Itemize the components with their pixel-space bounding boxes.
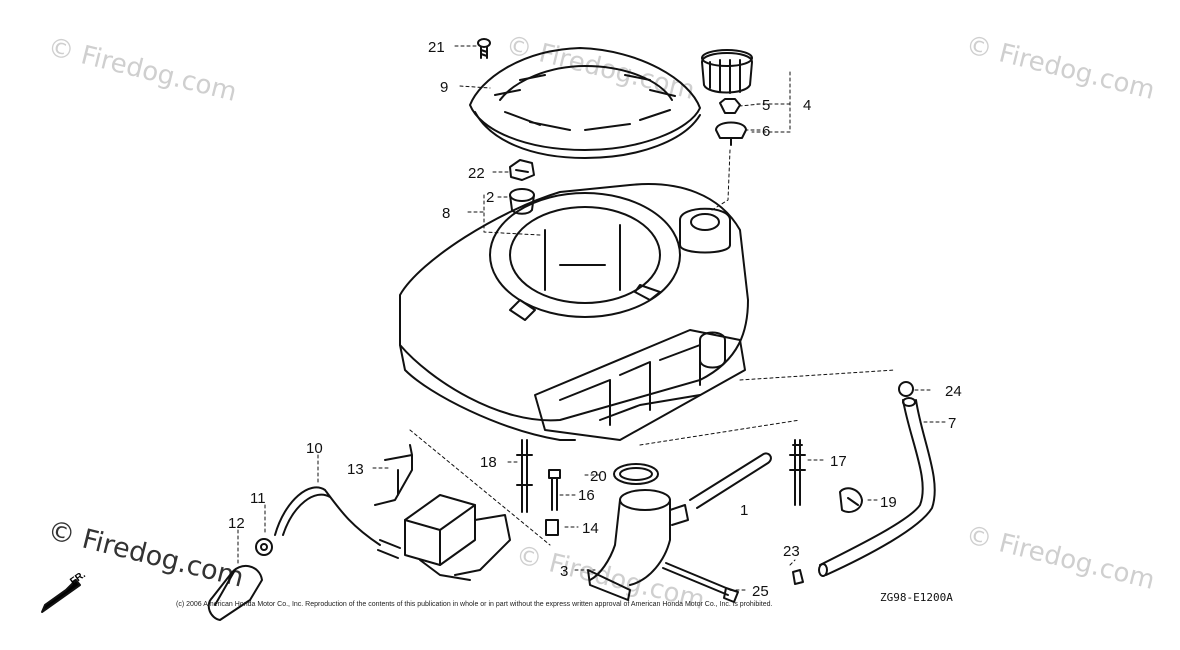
part-21-bolt [477,38,491,59]
part-18-stud [516,439,533,513]
callout-3: 3 [560,563,568,580]
part-1-pipe [689,452,772,509]
part-14-spacer [545,519,559,536]
callout-20: 20 [590,468,607,485]
callout-23: 23 [783,543,800,560]
part-9-cover [469,47,701,159]
part-23-nut [792,569,804,585]
part-17-stud [789,439,806,506]
callout-5: 5 [762,97,770,114]
part-10-wire [274,486,381,546]
callout-11: 11 [250,490,266,507]
callout-21: 21 [428,39,445,56]
diagram-code: ZG98-E1200A [880,591,953,604]
callout-16: 16 [578,487,595,504]
callout-24: 24 [945,383,962,400]
callout-10: 10 [306,440,323,457]
callouts: 21 9 22 8 2 4 5 6 24 7 10 13 18 20 17 16… [228,39,962,600]
callout-2: 2 [486,189,494,206]
direction-arrow [41,579,81,613]
callout-14: 14 [582,520,599,537]
part-11-washer [255,538,273,556]
callout-6: 6 [762,123,770,140]
callout-25: 25 [752,583,769,600]
callout-9: 9 [440,79,448,96]
callout-1: 1 [740,502,748,519]
callout-19: 19 [880,494,897,511]
part-19-clip [839,487,863,513]
callout-18: 18 [480,454,497,471]
callout-8: 8 [442,205,450,222]
part-22-nut [509,159,535,181]
part-4-fuel-cap [701,49,753,146]
part-20-gasket [613,463,659,485]
part-24-clamp [898,381,914,397]
callout-22: 22 [468,165,485,182]
callout-7: 7 [948,415,956,432]
callout-17: 17 [830,453,847,470]
part-8-shroud [399,183,749,441]
part-16-bolt [548,469,561,511]
part-13-bracket [374,444,413,506]
callout-4: 4 [803,97,811,114]
copyright-notice: (c) 2006 American Honda Motor Co., Inc. … [176,601,773,608]
part-25-bolt [662,562,739,603]
callout-13: 13 [347,461,364,478]
part-7-hose [819,399,936,576]
part-12-plug-cap [207,565,263,621]
callout-12: 12 [228,515,245,532]
part-3-elbow [587,489,689,601]
ignition-coil [377,494,511,581]
